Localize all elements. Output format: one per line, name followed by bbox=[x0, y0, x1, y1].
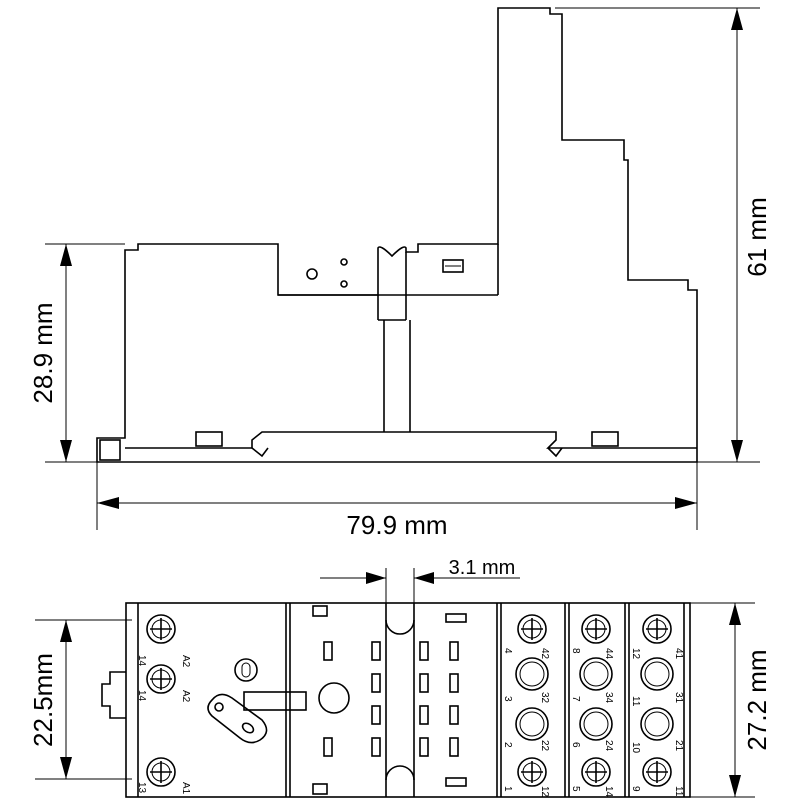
terminal-label: 41 bbox=[673, 648, 684, 660]
terminal-label: 8 bbox=[570, 648, 581, 654]
terminal-label: 14 bbox=[136, 655, 147, 667]
terminal-label: 34 bbox=[603, 692, 614, 704]
screw-terminals bbox=[146, 614, 674, 787]
terminal-screw-icon bbox=[517, 614, 547, 644]
terminal-screw-icon bbox=[146, 614, 176, 644]
dim-pitch: 3.1 mm bbox=[449, 557, 516, 579]
terminal-label: 21 bbox=[673, 740, 684, 752]
terminal-label: 31 bbox=[673, 692, 684, 704]
terminal-label: A2 bbox=[180, 690, 191, 703]
terminal-label: 14 bbox=[136, 690, 147, 702]
terminal-label: 11 bbox=[630, 696, 641, 707]
pin-slots bbox=[323, 641, 459, 757]
terminal-label: 14 bbox=[603, 786, 614, 798]
dim-top-height-left: 22.5mm bbox=[28, 653, 58, 747]
terminal-label: 1 bbox=[502, 786, 513, 792]
terminal-label: 44 bbox=[603, 648, 614, 660]
terminal-label: 24 bbox=[603, 740, 614, 752]
terminal-label: 5 bbox=[570, 786, 581, 792]
terminal-label: 22 bbox=[539, 740, 550, 752]
terminal-label: 13 bbox=[136, 782, 147, 794]
terminal-screw-icon bbox=[517, 757, 547, 787]
terminal-screw-icon bbox=[146, 664, 176, 694]
terminal-label: 2 bbox=[502, 742, 513, 748]
terminal-screw-icon bbox=[642, 757, 672, 787]
terminal-label: A2 bbox=[180, 655, 191, 668]
terminal-screw-icon bbox=[642, 614, 672, 644]
dim-top-height-right: 27.2 mm bbox=[742, 649, 772, 750]
dim-width: 79.9 mm bbox=[346, 510, 447, 540]
terminal-screw-icon bbox=[581, 614, 611, 644]
dim-side-height: 28.9 mm bbox=[28, 302, 58, 403]
terminal-label: 3 bbox=[502, 696, 513, 702]
terminal-label: 32 bbox=[539, 692, 550, 704]
terminal-screw-icon bbox=[581, 757, 611, 787]
terminal-label: 12 bbox=[630, 648, 641, 660]
terminal-label: 7 bbox=[570, 696, 581, 702]
side-view: 28.9 mm 61 mm 79.9 mm bbox=[28, 7, 772, 540]
terminal-label: 12 bbox=[539, 786, 550, 798]
top-view: A2 14 A2 14 A1 13 42 4 3 32 2 22 1 12 44… bbox=[28, 557, 772, 798]
terminal-label: 42 bbox=[539, 648, 550, 660]
dim-total-height: 61 mm bbox=[742, 197, 772, 276]
terminal-label: A1 bbox=[180, 782, 191, 795]
terminal-label: 6 bbox=[570, 742, 581, 748]
terminal-label: 4 bbox=[502, 648, 513, 654]
terminal-label: 10 bbox=[630, 742, 641, 754]
terminal-label: 11 bbox=[673, 786, 684, 797]
terminal-screw-icon bbox=[146, 757, 176, 787]
terminal-label: 9 bbox=[630, 786, 641, 792]
terminal-labels: A2 14 A2 14 A1 13 42 4 3 32 2 22 1 12 44… bbox=[136, 648, 684, 798]
